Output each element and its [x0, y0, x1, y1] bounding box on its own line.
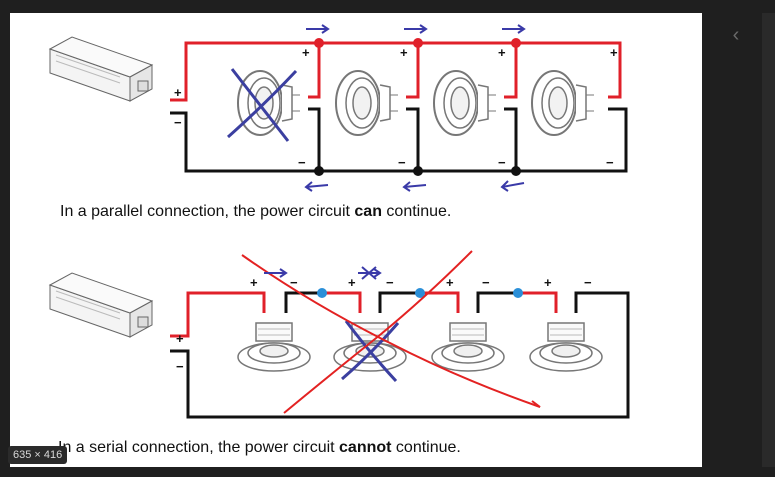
blue-cross-mark — [227, 68, 298, 142]
chevron-left-icon[interactable]: ‹ — [732, 24, 740, 46]
speaker-plus-label: + — [498, 45, 506, 60]
speaker-minus-label: − — [386, 275, 394, 290]
junction-dot — [317, 288, 327, 298]
current-arrow-icon — [304, 24, 526, 192]
speaker-plus-label: + — [302, 45, 310, 60]
speaker-plus-label: + — [544, 275, 552, 290]
junction-dot — [413, 166, 423, 176]
junction-dot — [511, 38, 521, 48]
speaker-plus-label: + — [610, 45, 618, 60]
junction-dot — [314, 166, 324, 176]
speaker-plus-label: + — [400, 45, 408, 60]
parallel-circuit: + − + + + + − − − − — [49, 24, 628, 192]
speaker — [237, 322, 311, 372]
caption-emphasis: can — [354, 203, 382, 220]
driver-minus-label: − — [174, 115, 182, 130]
speaker-plus-label: + — [250, 275, 258, 290]
speaker-minus-label: − — [290, 275, 298, 290]
speaker — [431, 322, 505, 372]
junction-dot — [413, 38, 423, 48]
blue-cross-mark — [341, 320, 400, 383]
driver-minus-label: − — [176, 359, 184, 374]
junction-dot — [314, 38, 324, 48]
speaker-minus-label: − — [298, 155, 306, 170]
speaker-minus-label: − — [584, 275, 592, 290]
diagram-image: + − + + + + − − − − — [10, 13, 702, 467]
junction-dot — [513, 288, 523, 298]
speaker-plus-label: + — [348, 275, 356, 290]
speaker — [531, 70, 595, 136]
caption-text: In a serial connection, the power circui… — [58, 439, 340, 456]
serial-caption: In a serial connection, the power circui… — [58, 439, 461, 457]
image-size-badge: 635 × 416 — [8, 446, 68, 464]
parallel-caption: In a parallel connection, the power circ… — [60, 203, 451, 221]
next-image-preview[interactable] — [762, 13, 775, 467]
current-arrow-icon — [264, 266, 382, 280]
wiring-diagram: + − + + + + − − − − — [49, 24, 630, 419]
speaker-minus-label: − — [398, 155, 406, 170]
speaker — [237, 70, 301, 136]
speaker-minus-label: − — [482, 275, 490, 290]
speaker — [529, 322, 603, 372]
speaker-minus-label: − — [498, 155, 506, 170]
junction-dot — [511, 166, 521, 176]
serial-circuit: + − + − + − + − + − — [49, 250, 630, 419]
speaker-minus-label: − — [606, 155, 614, 170]
speaker — [335, 70, 399, 136]
red-cross-mark — [241, 250, 541, 414]
driver-plus-label: + — [174, 85, 182, 100]
caption-emphasis: cannot — [339, 439, 392, 456]
led-driver-box — [49, 36, 153, 102]
speaker — [433, 70, 497, 136]
junction-dot — [415, 288, 425, 298]
caption-text: In a parallel connection, the power circ… — [60, 203, 355, 220]
speaker-plus-label: + — [446, 275, 454, 290]
caption-text: continue. — [391, 439, 461, 456]
caption-text: continue. — [381, 203, 452, 220]
led-driver-box — [49, 272, 153, 338]
driver-plus-label: + — [176, 331, 184, 346]
